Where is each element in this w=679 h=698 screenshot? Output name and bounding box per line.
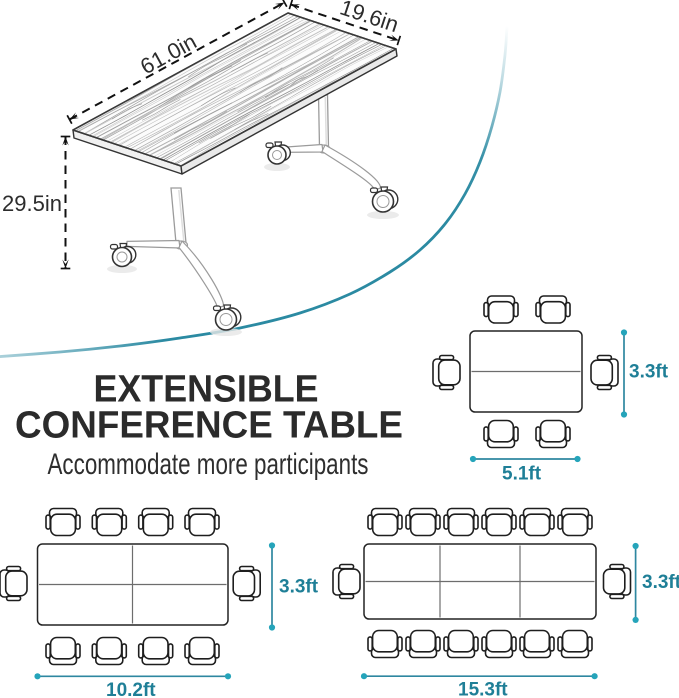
svg-text:29.5in: 29.5in (2, 191, 62, 216)
svg-text:EXTENSIBLE: EXTENSIBLE (94, 369, 319, 411)
svg-text:15.3ft: 15.3ft (458, 680, 508, 698)
svg-text:3.3ft: 3.3ft (279, 577, 319, 598)
svg-text:CONFERENCE TABLE: CONFERENCE TABLE (15, 405, 403, 447)
svg-text:3.3ft: 3.3ft (642, 572, 679, 593)
svg-text:Accommodate more participants: Accommodate more participants (48, 448, 369, 481)
svg-text:10.2ft: 10.2ft (106, 680, 156, 698)
svg-text:5.1ft: 5.1ft (502, 464, 542, 485)
svg-text:3.3ft: 3.3ft (629, 362, 669, 383)
